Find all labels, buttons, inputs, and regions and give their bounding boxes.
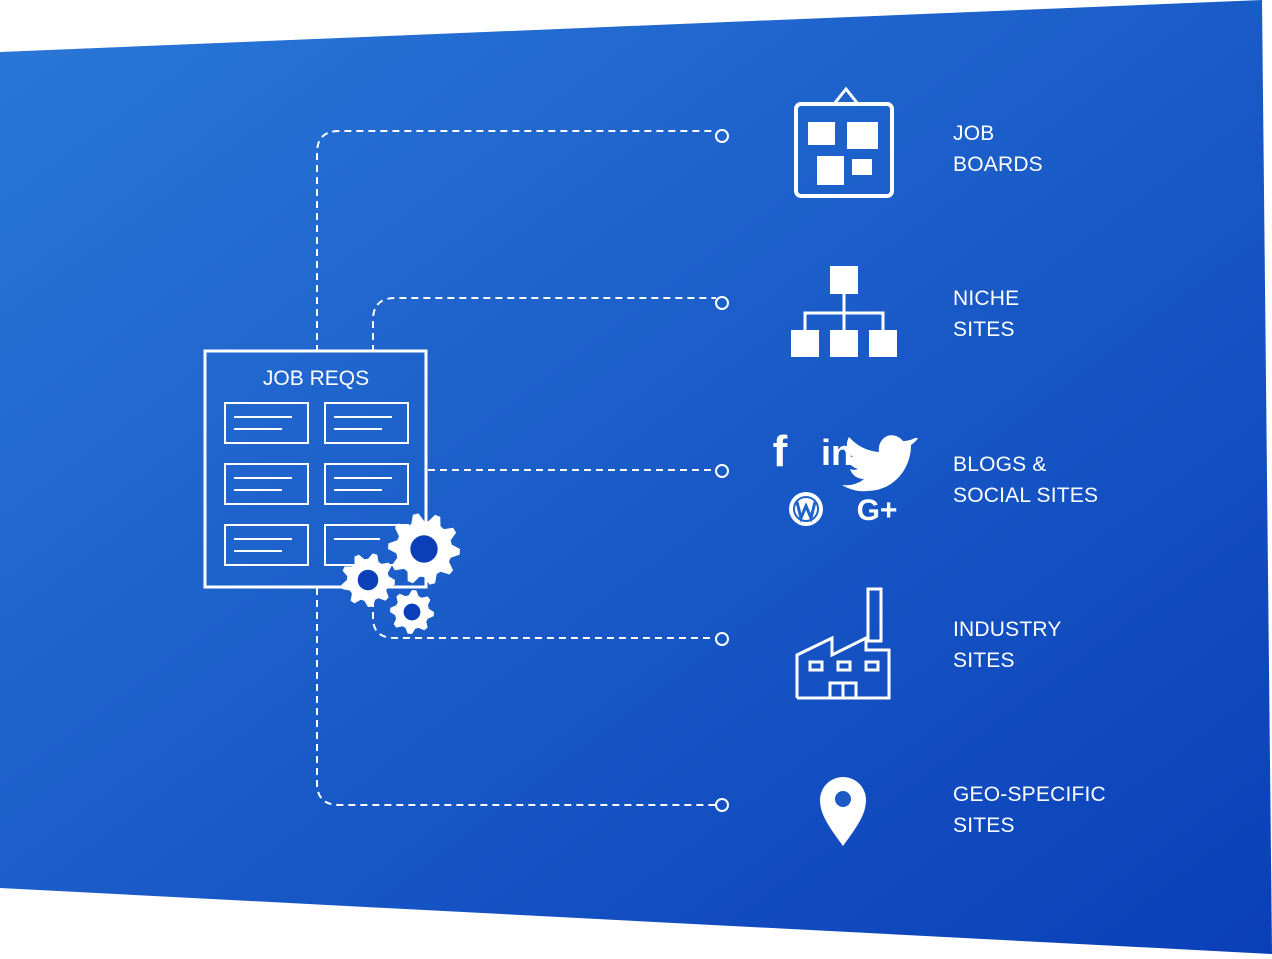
label-industry-sites-line1: INDUSTRY	[953, 618, 1062, 641]
label-geo-sites-line1: GEO-SPECIFIC	[953, 783, 1106, 806]
label-niche-sites-line2: SITES	[953, 318, 1015, 341]
gear-medium	[341, 553, 395, 607]
label-job-boards-line1: JOB	[953, 122, 994, 145]
bulletin-board-icon	[794, 86, 894, 198]
label-niche-sites-line1: NICHE	[953, 287, 1019, 310]
org-chart-icon	[791, 266, 897, 357]
label-industry-sites-line2: SITES	[953, 649, 1015, 672]
connector-niche-sites	[372, 297, 716, 352]
twitter-icon	[842, 435, 918, 492]
connector-geo-sites	[316, 588, 716, 806]
document-rows	[224, 402, 409, 566]
factory-icon	[795, 587, 891, 700]
connector-job-boards	[316, 130, 716, 352]
gear-small	[390, 590, 434, 634]
label-blogs-social-line2: SOCIAL SITES	[953, 484, 1098, 507]
label-blogs-social-line1: BLOGS &	[953, 453, 1047, 476]
endpoint-dot	[715, 129, 729, 143]
social-icons: f in G+	[773, 427, 918, 527]
connector-industry-sites	[372, 600, 716, 639]
wordpress-icon	[789, 492, 823, 526]
endpoint-dot	[715, 632, 729, 646]
googleplus-icon: G+	[857, 494, 898, 527]
label-geo-sites-line2: SITES	[953, 814, 1015, 837]
destination-labels: JOB BOARDS NICHE SITES BLOGS & SOCIAL SI…	[953, 122, 1106, 837]
gears-icon	[341, 513, 460, 634]
endpoint-dot	[715, 296, 729, 310]
gear-large	[388, 513, 460, 585]
job-reqs-document	[203, 349, 428, 589]
linkedin-icon: in	[821, 432, 853, 473]
connectors	[316, 129, 729, 812]
label-job-boards-line2: BOARDS	[953, 153, 1043, 176]
hub-title: JOB REQS	[263, 367, 369, 390]
document-with-gears-icon: JOB REQS	[203, 349, 460, 634]
endpoint-dot	[715, 464, 729, 478]
map-pin-icon	[820, 777, 866, 846]
endpoint-dot	[715, 798, 729, 812]
facebook-icon: f	[773, 427, 788, 476]
